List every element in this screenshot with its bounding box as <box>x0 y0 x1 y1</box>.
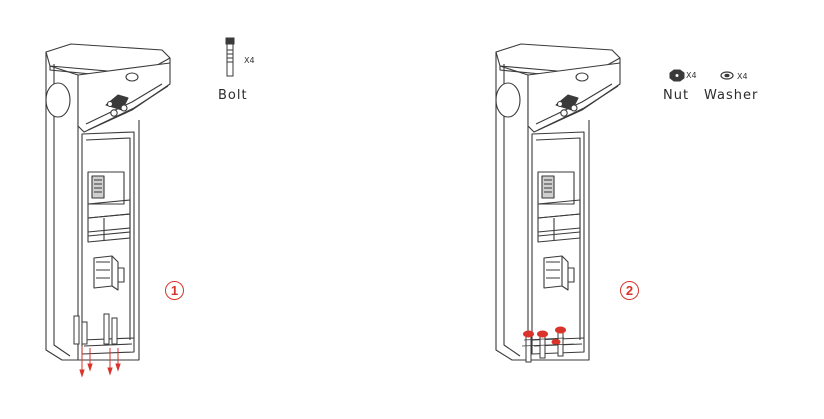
pillar-assembly-step-2 <box>495 43 621 363</box>
anchor-bolts <box>73 313 118 345</box>
nut-label: Nut <box>663 88 690 103</box>
nut-quantity: X4 <box>686 71 697 80</box>
step-number-1: 1 <box>165 281 184 300</box>
pillar-assembly-step-1 <box>45 43 171 378</box>
bolt-quantity: X4 <box>244 56 255 65</box>
nut-icon <box>669 69 685 82</box>
washer-quantity: X4 <box>737 72 748 81</box>
bolt-icon <box>225 37 235 77</box>
washer-icon <box>720 71 734 80</box>
step-number-2: 2 <box>620 281 639 300</box>
washer-label: Washer <box>704 88 759 103</box>
insertion-arrows <box>79 346 121 378</box>
bolt-label: Bolt <box>218 88 248 103</box>
